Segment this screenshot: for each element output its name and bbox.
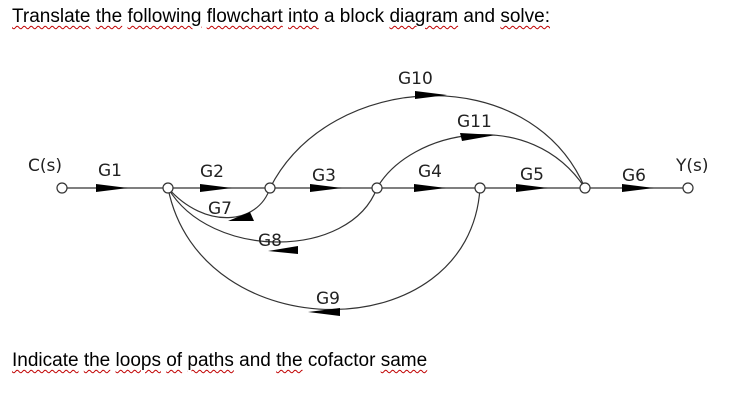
arrow-g3	[310, 184, 342, 192]
edge-g7	[167, 187, 271, 219]
title-word: into	[288, 6, 319, 27]
gain-g4: G4	[418, 162, 442, 182]
footer-word: the	[276, 350, 303, 371]
node-4	[371, 182, 383, 194]
node-2	[162, 182, 174, 194]
arrow-g1	[96, 184, 128, 192]
edge-g11	[376, 134, 586, 189]
title-word: a	[323, 6, 335, 27]
gain-g5: G5	[520, 165, 544, 185]
question-footer: Indicate the loops of paths and the cofa…	[12, 350, 427, 372]
output-label: Y(s)	[675, 156, 709, 176]
arrow-g8	[268, 246, 298, 254]
arrow-g9	[308, 308, 340, 316]
title-word: diagram	[389, 6, 459, 27]
title-word: the	[95, 6, 123, 27]
arrow-g10	[415, 91, 447, 99]
footer-word: the	[83, 350, 111, 371]
gain-g10: G10	[398, 69, 433, 89]
arrow-g4	[414, 184, 446, 192]
footer-word: Indicate	[12, 350, 79, 371]
gain-g6: G6	[622, 166, 646, 186]
footer-word: loops	[115, 350, 161, 371]
node-6	[579, 182, 591, 194]
question-title: Translate the following flowchart into a…	[12, 6, 550, 28]
title-word: and	[463, 6, 496, 27]
title-word: Translate	[12, 6, 91, 27]
node-input	[56, 182, 68, 194]
node-output	[682, 182, 694, 194]
footer-word: and	[239, 350, 271, 371]
arrow-g11	[460, 133, 496, 141]
arrow-g6	[622, 184, 654, 192]
footer-word: of	[166, 350, 183, 371]
title-word: following	[127, 6, 202, 27]
gain-g7: G7	[208, 199, 232, 219]
arrow-g5	[516, 184, 548, 192]
gain-g2: G2	[200, 162, 224, 182]
arrow-g2	[200, 184, 232, 192]
title-word: block	[339, 6, 385, 27]
footer-word: paths	[187, 350, 234, 371]
title-word: solve:	[500, 6, 550, 27]
node-5	[474, 182, 486, 194]
edge-g8	[167, 187, 378, 243]
footer-word: cofactor	[307, 350, 376, 371]
footer-word: same	[380, 350, 428, 371]
title-word: flowchart	[206, 6, 283, 27]
gain-g1: G1	[98, 161, 122, 181]
gain-g9: G9	[316, 289, 340, 309]
gain-g3: G3	[312, 166, 336, 186]
arrow-g7	[228, 212, 254, 221]
gain-g11: G11	[457, 112, 492, 132]
node-3	[264, 182, 276, 194]
input-label: C(s)	[28, 156, 62, 176]
gain-g8: G8	[258, 231, 282, 251]
